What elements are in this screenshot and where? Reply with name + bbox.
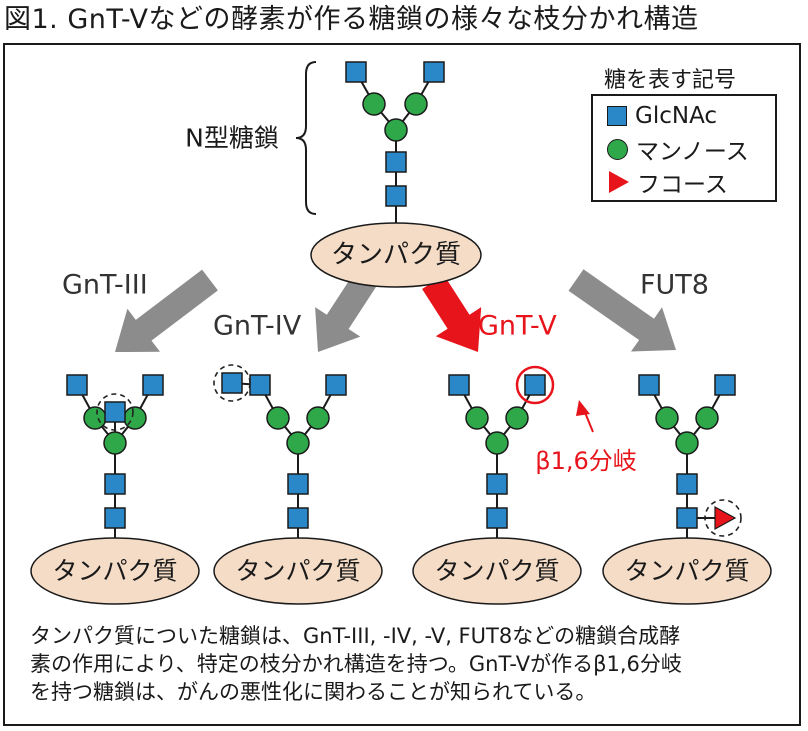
glycan-gnt3: タンパク質: [30, 374, 200, 605]
glcnac-square-icon: [345, 61, 367, 83]
n-glycan-label: N型糖鎖: [185, 124, 279, 153]
glcnac-square-icon: [385, 185, 407, 207]
figure-title: 図1. GnT-Vなどの酵素が作る糖鎖の様々な枝分かれ構造: [4, 4, 699, 35]
fut8-arrow: [568, 269, 676, 352]
glcnac-square-icon: [638, 374, 660, 396]
legend-item-glcnac: GlcNAc: [607, 100, 717, 132]
glcnac-square-icon: [249, 374, 271, 396]
glcnac-square-icon: [448, 374, 470, 396]
glcnac-square-icon: [66, 374, 88, 396]
glcnac-square-icon: [524, 374, 546, 396]
beta16-highlight-ring: [515, 365, 555, 405]
glcnac-square-icon: [104, 507, 126, 529]
glcnac-square-icon: [221, 372, 243, 394]
glcnac-square-icon: [142, 374, 164, 396]
glycan-gnt4: タンパク質: [213, 364, 383, 605]
caption-line-1: タンパク質についた糖鎖は、GnT-III, -IV, -V, FUT8などの糖鎖…: [30, 624, 681, 648]
legend-item-mannose: マンノース: [607, 133, 749, 165]
enzyme-label-gnt5: GnT-V: [478, 311, 557, 342]
protein-oval: [310, 222, 482, 288]
glcnac-square-icon: [607, 106, 627, 126]
mannose-circle-icon: [404, 92, 428, 116]
glcnac-square-icon: [423, 61, 445, 83]
mannose-circle-icon: [266, 406, 290, 430]
gnt3-arrow: [115, 269, 218, 352]
protein-label: タンパク質: [331, 240, 461, 270]
mannose-circle-icon: [384, 118, 408, 142]
mannose-circle-icon: [485, 431, 509, 455]
mannose-circle-icon: [103, 431, 127, 455]
mannose-circle-icon: [695, 406, 719, 430]
legend-item-fucose: フコース: [607, 166, 728, 198]
legend-title: 糖を表す記号: [604, 68, 737, 93]
glcnac-square-icon: [104, 401, 126, 423]
caption: タンパク質についた糖鎖は、GnT-III, -IV, -V, FUT8などの糖鎖…: [30, 622, 800, 706]
glcnac-square-icon: [287, 473, 309, 495]
dashed-highlight-ring: [213, 364, 251, 402]
legend-label-fucose: フコース: [637, 172, 728, 198]
glcnac-square-icon: [385, 151, 407, 173]
mannose-circle-icon: [362, 92, 386, 116]
beta16-pointer-arrowhead: [576, 400, 590, 416]
mannose-circle-icon: [465, 406, 489, 430]
figure-frame: [3, 43, 801, 726]
protein-label: タンパク質: [624, 557, 749, 586]
glycan-gnt5: タンパク質: [412, 365, 582, 605]
glcnac-square-icon: [104, 473, 126, 495]
dashed-highlight-ring: [96, 393, 134, 431]
mannose-circle-icon: [675, 431, 699, 455]
glcnac-square-icon: [486, 507, 508, 529]
fucose-triangle-icon: [609, 171, 629, 193]
glcnac-square-icon: [676, 473, 698, 495]
caption-line-3: を持つ糖鎖は、がんの悪性化に関わることが知られている。: [30, 680, 597, 704]
dashed-highlight-ring: [704, 499, 742, 537]
protein-label: タンパク質: [434, 557, 559, 586]
legend-label-mannose: マンノース: [636, 139, 749, 165]
glcnac-square-icon: [676, 507, 698, 529]
mannose-circle-icon: [306, 406, 330, 430]
mannose-circle-icon: [505, 406, 529, 430]
glycan-top: タンパク質 N型糖鎖: [185, 61, 482, 288]
caption-line-2: 素の作用により、特定の枝分かれ構造を持つ。GnT-Vが作るβ1,6分岐: [30, 652, 682, 676]
glycans: タンパク質N型糖鎖タンパク質タンパク質タンパク質タンパク質: [30, 61, 772, 605]
glcnac-square-icon: [325, 374, 347, 396]
fucose-triangle-icon: [714, 505, 737, 531]
mannose-circle-icon: [286, 431, 310, 455]
gnt5-arrow: [422, 275, 482, 352]
enzyme-label-fut8: FUT8: [640, 270, 709, 301]
beta16-label: β1,6分岐: [535, 447, 636, 475]
legend-label-glcnac: GlcNAc: [635, 103, 718, 129]
gnt4-arrow: [315, 272, 376, 352]
protein-label: タンパク質: [52, 557, 177, 586]
glcnac-square-icon: [287, 507, 309, 529]
glcnac-square-icon: [714, 374, 736, 396]
mannose-circle-icon: [607, 138, 628, 160]
mannose-circle-icon: [655, 406, 679, 430]
n-glycan-brace: [295, 61, 317, 215]
protein-label: タンパク質: [235, 557, 360, 586]
diagram-labels: GnT-III GnT-IV GnT-V FUT8 β1,6分岐: [62, 270, 709, 476]
mannose-circle-icon: [123, 406, 147, 430]
mannose-circle-icon: [83, 406, 107, 430]
enzyme-arrows: [115, 269, 676, 352]
legend: GlcNAc マンノース フコース: [591, 94, 777, 202]
glcnac-square-icon: [486, 473, 508, 495]
enzyme-label-gnt4: GnT-IV: [213, 311, 302, 342]
glycan-fut8: タンパク質: [602, 374, 772, 605]
enzyme-label-gnt3: GnT-III: [62, 270, 148, 301]
